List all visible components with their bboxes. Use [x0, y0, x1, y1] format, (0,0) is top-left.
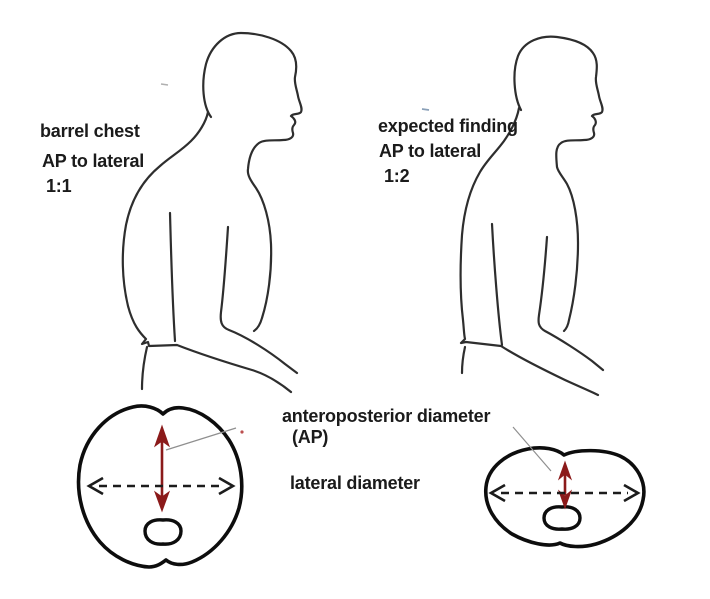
expected-finding-cross-section — [484, 426, 646, 549]
expected-finding-figure — [459, 35, 605, 397]
barrel-chest-title: barrel chest — [40, 121, 140, 141]
expected-figure-hip-line — [460, 345, 467, 375]
barrel-chest-cross-section — [76, 404, 244, 569]
lateral-arrow-right-head-west — [488, 483, 506, 503]
barrel-chest-ratio-value: 1:1 — [46, 176, 72, 196]
barrel-figure-head-front-outline — [202, 31, 303, 333]
expected-finding-ratio-value: 1:2 — [384, 166, 410, 186]
stray-mark-right — [421, 108, 430, 111]
barrel-chest-figure — [121, 31, 303, 394]
stray-mark-left — [160, 83, 169, 86]
expected-section-outline — [484, 446, 646, 549]
expected-figure-back-outline — [459, 106, 600, 397]
expected-finding-title: expected finding — [378, 116, 518, 136]
lateral-arrow-left-head-west — [86, 476, 104, 496]
lateral-arrow-right-head-east — [623, 483, 641, 503]
barrel-figure-hip-line — [140, 345, 149, 391]
ap-arrow-left-head-bottom — [153, 490, 171, 513]
lateral-diameter-arrow-right — [488, 483, 641, 503]
barrel-figure-back-outline — [121, 110, 293, 394]
ap-arrow-right-head-bottom — [557, 489, 573, 510]
expected-finding-ratio-label: AP to lateral — [379, 141, 482, 161]
ap-label-pointer-line-left — [165, 427, 237, 451]
ap-diameter-arrow-right — [557, 460, 573, 510]
expected-figure-head-front-outline — [513, 35, 604, 333]
ap-diameter-label: anteroposterior diameter — [282, 406, 491, 426]
expected-figure-arm-back-line — [490, 222, 504, 347]
barrel-figure-arm-back-line — [168, 211, 177, 343]
expected-figure-arm-front-line — [537, 235, 605, 372]
barrel-section-spine-oval — [143, 518, 183, 546]
barrel-figure-arm-front-line — [219, 225, 299, 375]
ap-arrow-left-head-top — [154, 424, 170, 448]
ap-abbreviation-label: (AP) — [292, 427, 329, 447]
lateral-arrow-left-head-east — [218, 476, 236, 496]
ap-arrow-right-head-top — [557, 460, 573, 481]
ap-label-pointer-line-right — [512, 426, 552, 472]
ap-diameter-arrow-left — [153, 424, 171, 513]
barrel-chest-ratio-label: AP to lateral — [42, 151, 145, 171]
lateral-diameter-arrow-left — [86, 476, 236, 496]
lateral-diameter-label: lateral diameter — [290, 473, 420, 493]
expected-section-spine-oval — [542, 505, 582, 531]
stray-red-dot — [240, 430, 244, 434]
